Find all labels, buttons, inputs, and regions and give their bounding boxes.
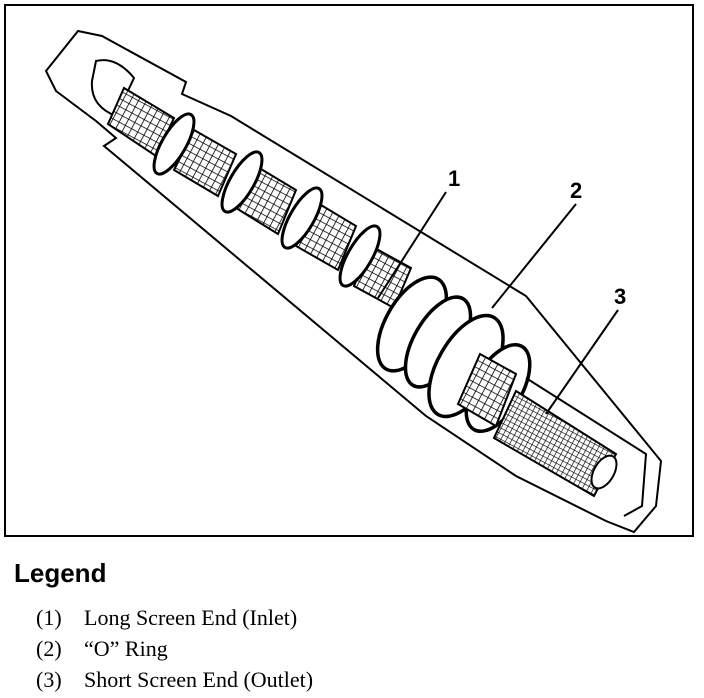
- legend-item-label: Long Screen End (Inlet): [84, 605, 298, 630]
- leader-line-1: [377, 191, 447, 299]
- callout-3: 3: [614, 284, 627, 309]
- leader-line-3: [545, 309, 619, 415]
- legend-item: (3) Short Screen End (Outlet): [36, 664, 313, 695]
- leader-line-2: [491, 203, 577, 309]
- callout-2: 2: [570, 178, 583, 203]
- callout-1: 1: [448, 166, 461, 191]
- legend-item-label: “O” Ring: [84, 636, 168, 661]
- o-ring: [375, 275, 532, 434]
- orifice-tube-illustration: [44, 29, 663, 534]
- legend-item-number: (2): [36, 636, 62, 661]
- legend-item: (2) “O” Ring: [36, 633, 313, 664]
- legend-item-number: (3): [36, 667, 62, 692]
- legend-heading: Legend: [14, 558, 107, 588]
- legend-list: (1) Long Screen End (Inlet) (2) “O” Ring (…: [36, 602, 313, 695]
- figure-frame: 1 2 3: [4, 4, 694, 537]
- short-screen: [456, 352, 648, 517]
- legend-item: (1) Long Screen End (Inlet): [36, 602, 313, 633]
- legend-item-label: Short Screen End (Outlet): [84, 667, 314, 692]
- legend-item-number: (1): [36, 605, 62, 630]
- screen-collars: [152, 112, 382, 288]
- leader-lines: [377, 191, 619, 415]
